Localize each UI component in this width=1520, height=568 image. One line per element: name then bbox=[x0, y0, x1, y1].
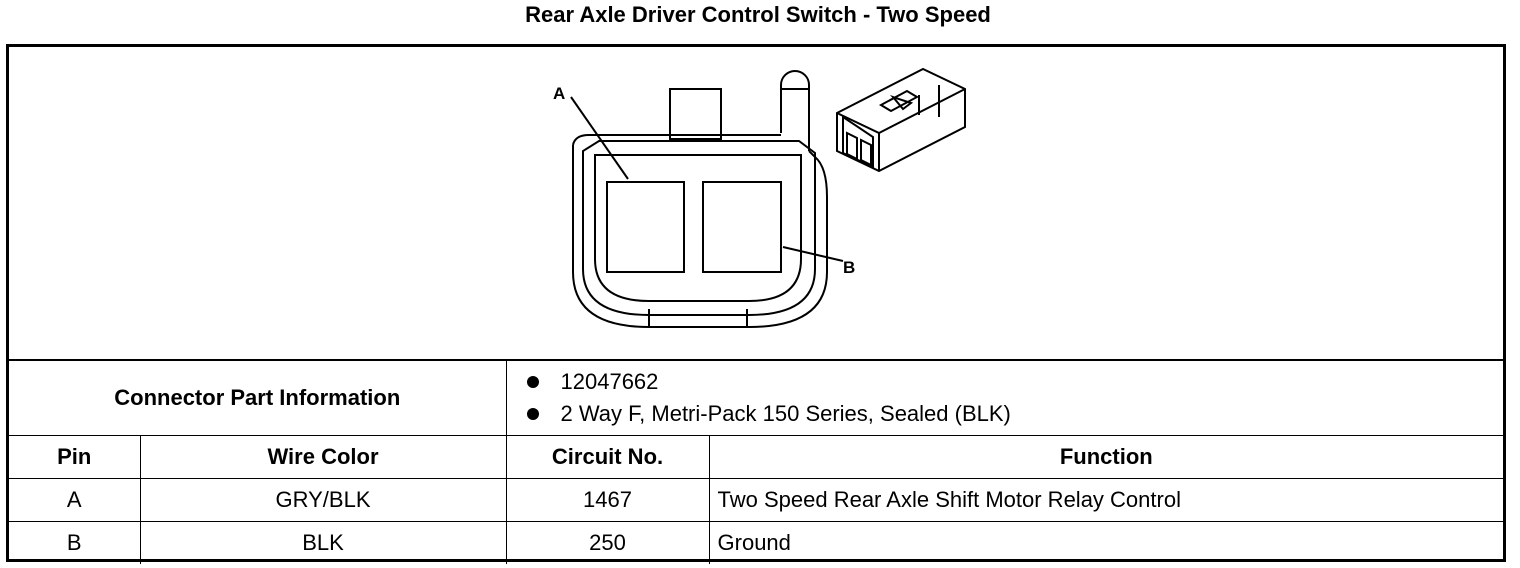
page-title: Rear Axle Driver Control Switch - Two Sp… bbox=[525, 2, 991, 27]
leader-line-a bbox=[570, 96, 629, 180]
table-row: A GRY/BLK 1467 Two Speed Rear Axle Shift… bbox=[9, 478, 1504, 522]
cell-function: Ground bbox=[708, 521, 1504, 564]
cavity-a bbox=[606, 181, 685, 273]
pin-label-b: B bbox=[843, 258, 855, 277]
cell-wire-color: BLK bbox=[139, 521, 507, 564]
connector-info-row: Connector Part Information 12047662 2 Wa… bbox=[9, 359, 1504, 436]
table-row: B BLK 250 Ground bbox=[9, 521, 1504, 564]
cell-pin: B bbox=[9, 521, 141, 564]
bullet-icon bbox=[526, 376, 539, 388]
cell-circuit: 1467 bbox=[505, 478, 710, 522]
header-function: Function bbox=[708, 435, 1504, 479]
connector-info-label: Connector Part Information bbox=[9, 359, 507, 436]
table-header-row: Pin Wire Color Circuit No. Function bbox=[9, 435, 1504, 479]
header-wire-color: Wire Color bbox=[139, 435, 507, 479]
connector-body bbox=[572, 134, 828, 328]
lock-post bbox=[780, 70, 810, 151]
connector-face bbox=[594, 154, 802, 302]
bullet-icon bbox=[526, 408, 539, 420]
connector-diagram: A B bbox=[9, 47, 1503, 359]
latch-tab bbox=[669, 88, 722, 140]
list-item: 2 Way F, Metri-Pack 150 Series, Sealed (… bbox=[526, 398, 1504, 430]
connector-face-drawing: A B bbox=[553, 67, 966, 328]
pinout-table: Connector Part Information 12047662 2 Wa… bbox=[9, 359, 1504, 564]
list-item: 12047662 bbox=[526, 366, 1504, 398]
pin-label-a: A bbox=[553, 84, 565, 103]
connector-description: 2 Way F, Metri-Pack 150 Series, Sealed (… bbox=[560, 401, 1011, 426]
cell-pin: A bbox=[9, 478, 141, 522]
cell-circuit: 250 bbox=[505, 521, 710, 564]
header-pin: Pin bbox=[9, 435, 141, 479]
cavity-b bbox=[702, 181, 782, 273]
seal-outline bbox=[582, 140, 816, 316]
connector-frame: A B Connector Part Information 12047662 … bbox=[6, 44, 1506, 564]
cell-wire-color: GRY/BLK bbox=[139, 478, 507, 522]
connector-isometric-icon bbox=[836, 67, 966, 173]
header-circuit-no: Circuit No. bbox=[505, 435, 710, 479]
part-number: 12047662 bbox=[560, 369, 659, 394]
leader-line-b bbox=[782, 246, 844, 262]
connector-info-details: 12047662 2 Way F, Metri-Pack 150 Series,… bbox=[505, 359, 1504, 436]
cell-function: Two Speed Rear Axle Shift Motor Relay Co… bbox=[708, 478, 1504, 522]
